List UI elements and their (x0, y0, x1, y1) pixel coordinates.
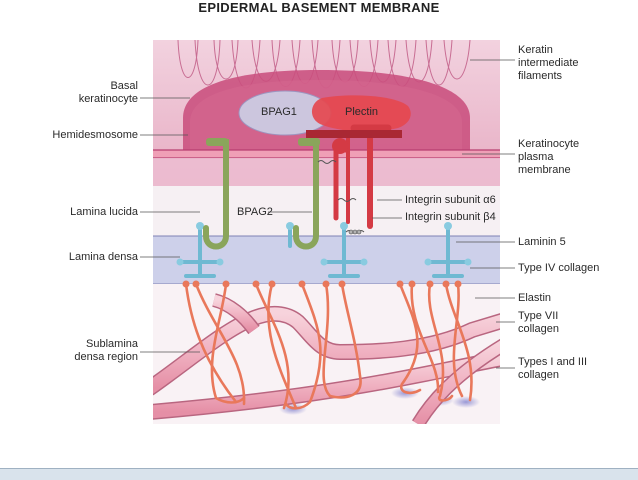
figure-title: EPIDERMAL BASEMENT MEMBRANE (198, 0, 440, 15)
label-integrin-alpha6: Integrin subunit α6 (405, 194, 496, 206)
type7-collagen-fibrils (184, 282, 473, 410)
label-types1-3-collagen: Types I and III collagen (518, 356, 588, 381)
label-keratin-filaments: Keratin intermediate filaments (518, 44, 579, 82)
label-type7-collagen: Type VII collagen (518, 310, 559, 335)
leader-lines (140, 59, 515, 369)
label-laminin5: Laminin 5 (518, 236, 566, 248)
label-plectin: Plectin (345, 106, 379, 118)
slide-bottom-bar (0, 468, 638, 480)
plectin-protein (311, 95, 411, 132)
label-bpag2: BPAG2 (237, 206, 273, 218)
label-sublamina-densa: Sublamina densa region (74, 338, 138, 363)
figure-page: EPIDERMAL BASEMENT MEMBRANE (0, 0, 638, 468)
diagram-panel (153, 40, 500, 424)
bpag2-protein (203, 139, 319, 250)
label-type4-collagen: Type IV collagen (518, 262, 600, 274)
lamina-lucida-layer (153, 186, 500, 236)
type7-collagen-knobs (182, 280, 462, 288)
integrin-head (332, 138, 348, 154)
label-lamina-lucida: Lamina lucida (70, 206, 138, 218)
laminin5-anchors (178, 226, 470, 278)
laminin5-knobs (176, 222, 472, 266)
keratin-filaments (177, 40, 471, 89)
label-keratinocyte-plasma-membrane: Keratinocyte plasma membrane (518, 138, 580, 176)
label-bpag1: BPAG1 (261, 106, 297, 118)
label-basal-keratinocyte: Basal keratinocyte (78, 80, 138, 105)
label-elastin: Elastin (518, 292, 552, 304)
label-lamina-densa: Lamina densa (68, 251, 138, 263)
label-integrin-beta4: Integrin subunit β4 (405, 211, 496, 223)
plasma-membrane-band (153, 150, 500, 158)
label-hemidesmosome: Hemidesmosome (52, 129, 138, 141)
